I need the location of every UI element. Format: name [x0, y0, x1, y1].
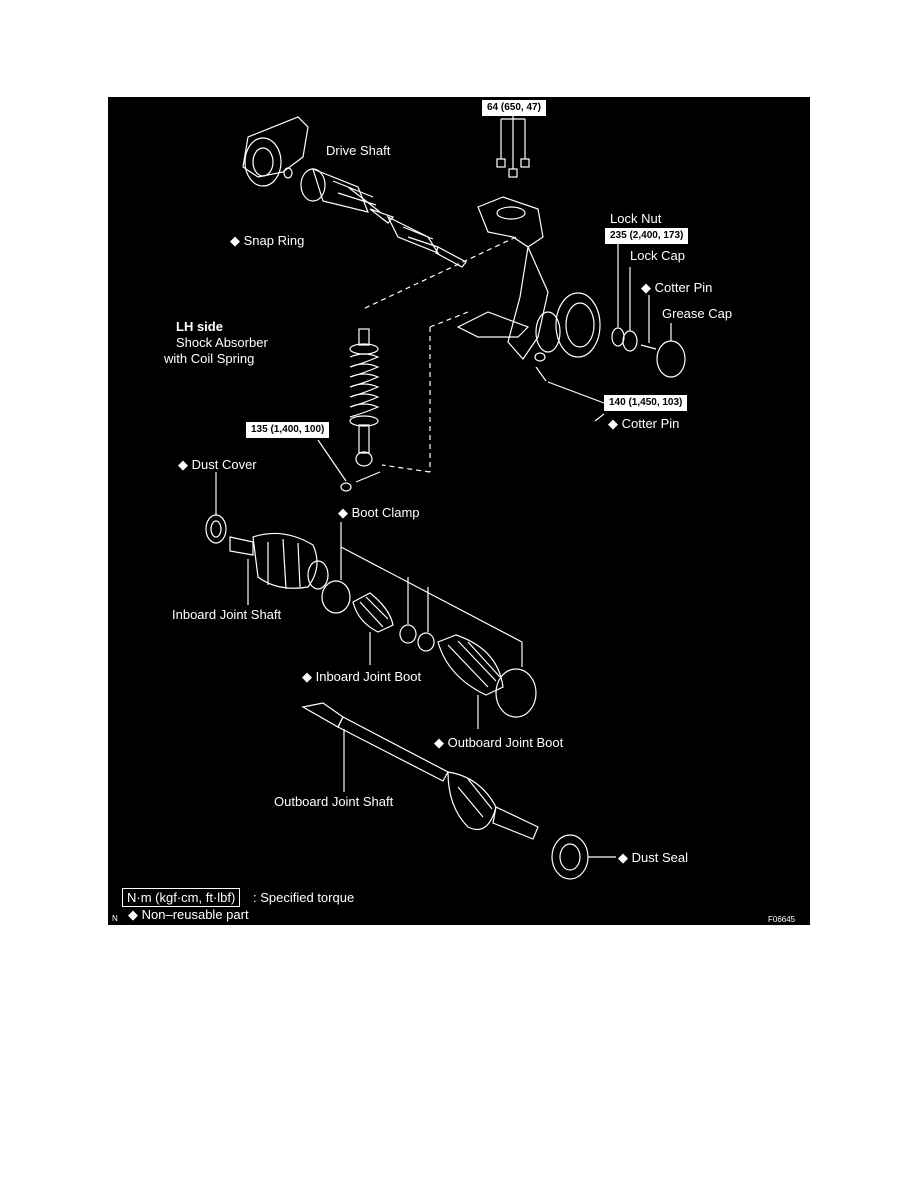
label-cotter-pin-upper: ◆ Cotter Pin — [641, 280, 713, 295]
upper-mount-bolts — [496, 118, 530, 178]
label-shock-absorber-line1: Shock Absorber — [176, 335, 268, 350]
torque-upper-mount: 64 (650, 47) — [482, 100, 546, 116]
steering-knuckle — [456, 196, 601, 360]
outboard-joint-boot — [437, 634, 504, 729]
boot-clamp-4 — [495, 668, 537, 718]
inboard-joint-boot — [352, 592, 394, 665]
shock-absorber — [349, 328, 380, 467]
label-shock-absorber-line2: with Coil Spring — [164, 351, 255, 366]
label-inboard-joint-shaft: Inboard Joint Shaft — [172, 607, 282, 622]
legend-unit-text: : Specified torque — [253, 890, 355, 905]
outboard-joint-shaft — [301, 702, 539, 840]
label-dust-cover: ◆ Dust Cover — [178, 457, 257, 472]
dust-seal — [551, 834, 589, 880]
label-boot-clamp: ◆ Boot Clamp — [338, 505, 420, 520]
grease-cap — [656, 340, 686, 378]
torque-lock-nut: 235 (2,400, 173) — [605, 228, 689, 244]
label-lh-side: LH side — [176, 319, 223, 334]
drive-shaft — [300, 167, 467, 268]
lower-mount-nut — [340, 482, 352, 492]
label-inboard-joint-boot: ◆ Inboard Joint Boot — [302, 669, 422, 684]
axle-housing — [242, 116, 309, 187]
snap-ring — [283, 167, 293, 179]
dust-cover — [205, 514, 227, 544]
lock-nut — [611, 327, 625, 347]
label-cotter-pin-lower: ◆ Cotter Pin — [608, 416, 680, 431]
label-lock-cap: Lock Cap — [630, 248, 685, 263]
boot-clamp-2 — [399, 624, 417, 644]
label-dust-seal: ◆ Dust Seal — [618, 850, 688, 865]
boot-clamp-3 — [417, 632, 435, 652]
lock-cap — [622, 330, 638, 352]
drawing — [205, 113, 686, 880]
legend-nonreusable: ◆ Non–reusable part — [128, 907, 249, 922]
label-lock-nut: Lock Nut — [610, 211, 662, 226]
figure-code: F06645 — [768, 915, 796, 924]
label-grease-cap: Grease Cap — [662, 306, 733, 321]
label-snap-ring: ◆ Snap Ring — [230, 233, 305, 248]
torque-lower-mount: 135 (1,400, 100) — [246, 422, 330, 438]
knuckle-nut — [534, 352, 546, 362]
label-outboard-joint-shaft: Outboard Joint Shaft — [274, 794, 394, 809]
cotter-pin-upper-part — [640, 344, 657, 350]
legend-unit-box: N·m (kgf·cm, ft·lbf) — [122, 888, 241, 907]
exploded-diagram: Drive Shaft ◆ Snap Ring 64 (650, 47) Loc… — [108, 97, 810, 925]
label-drive-shaft: Drive Shaft — [326, 143, 391, 158]
inboard-joint-shaft — [229, 532, 329, 605]
label-outboard-joint-boot: ◆ Outboard Joint Boot — [434, 735, 564, 750]
boot-clamp-1 — [321, 580, 351, 614]
cotter-pin-lower-part — [535, 366, 547, 382]
corner-mark: N — [112, 914, 118, 923]
torque-knuckle-nut: 140 (1,450, 103) — [604, 395, 688, 411]
